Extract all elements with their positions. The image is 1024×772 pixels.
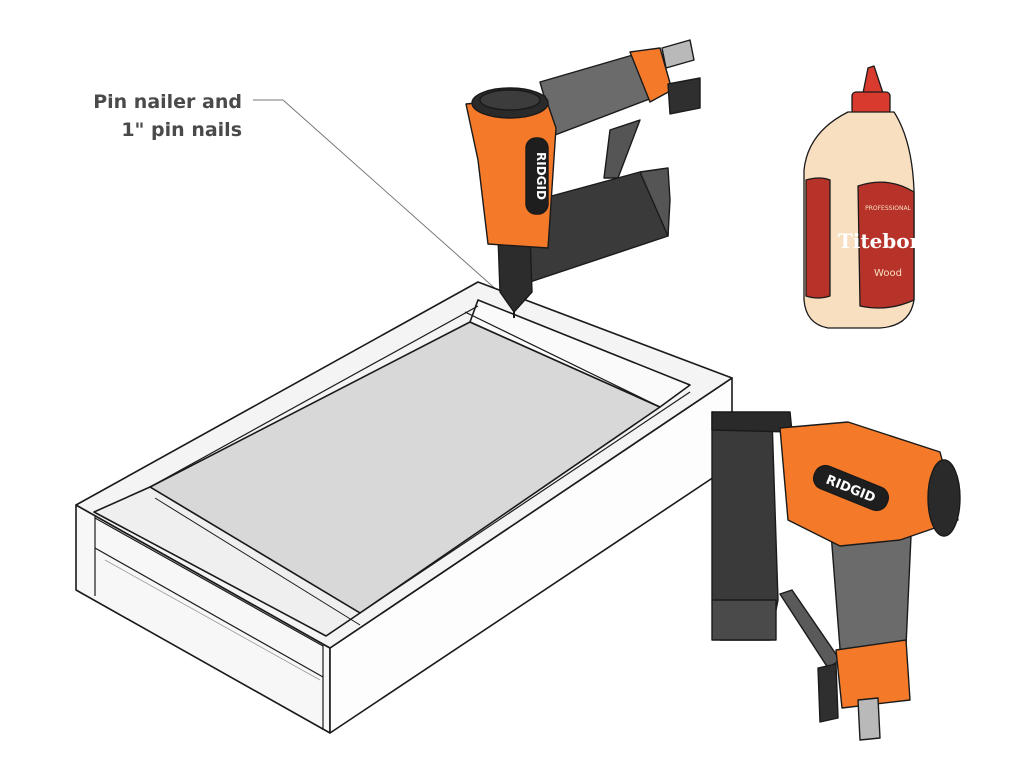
- glue-label-small: PROFESSIONAL: [865, 205, 911, 212]
- wood-tray: [75, 281, 733, 734]
- callout-label: Pin nailer and 1" pin nails: [40, 88, 242, 144]
- nailer-brand-text-upper: RIDGID: [534, 152, 548, 200]
- nailer-head-cap-lower: [927, 459, 961, 537]
- glue-brand-text: Titebond: [838, 229, 938, 253]
- nailer-brand-badge-lower: [812, 464, 890, 512]
- pin-nailer-lower: RIDGID: [711, 411, 961, 741]
- wood-glue-bottle: PROFESSIONAL Titebond Wood: [803, 65, 938, 329]
- air-fitting-lower: [857, 697, 881, 741]
- nailer-collar-lower: [835, 639, 911, 709]
- callout-line-2: 1" pin nails: [121, 119, 242, 141]
- callout-line-1: Pin nailer and: [93, 91, 242, 113]
- glue-label-sub: Wood: [874, 268, 902, 279]
- glue-label: [857, 181, 915, 309]
- pin-nailer-upper: RIDGID: [465, 39, 701, 318]
- nailer-brand-badge-upper: [525, 137, 549, 215]
- glue-cap: [851, 91, 891, 115]
- air-fitting-upper: [661, 39, 695, 69]
- callout-leader-line: [253, 99, 509, 301]
- nailer-rear-block-upper: [667, 77, 701, 115]
